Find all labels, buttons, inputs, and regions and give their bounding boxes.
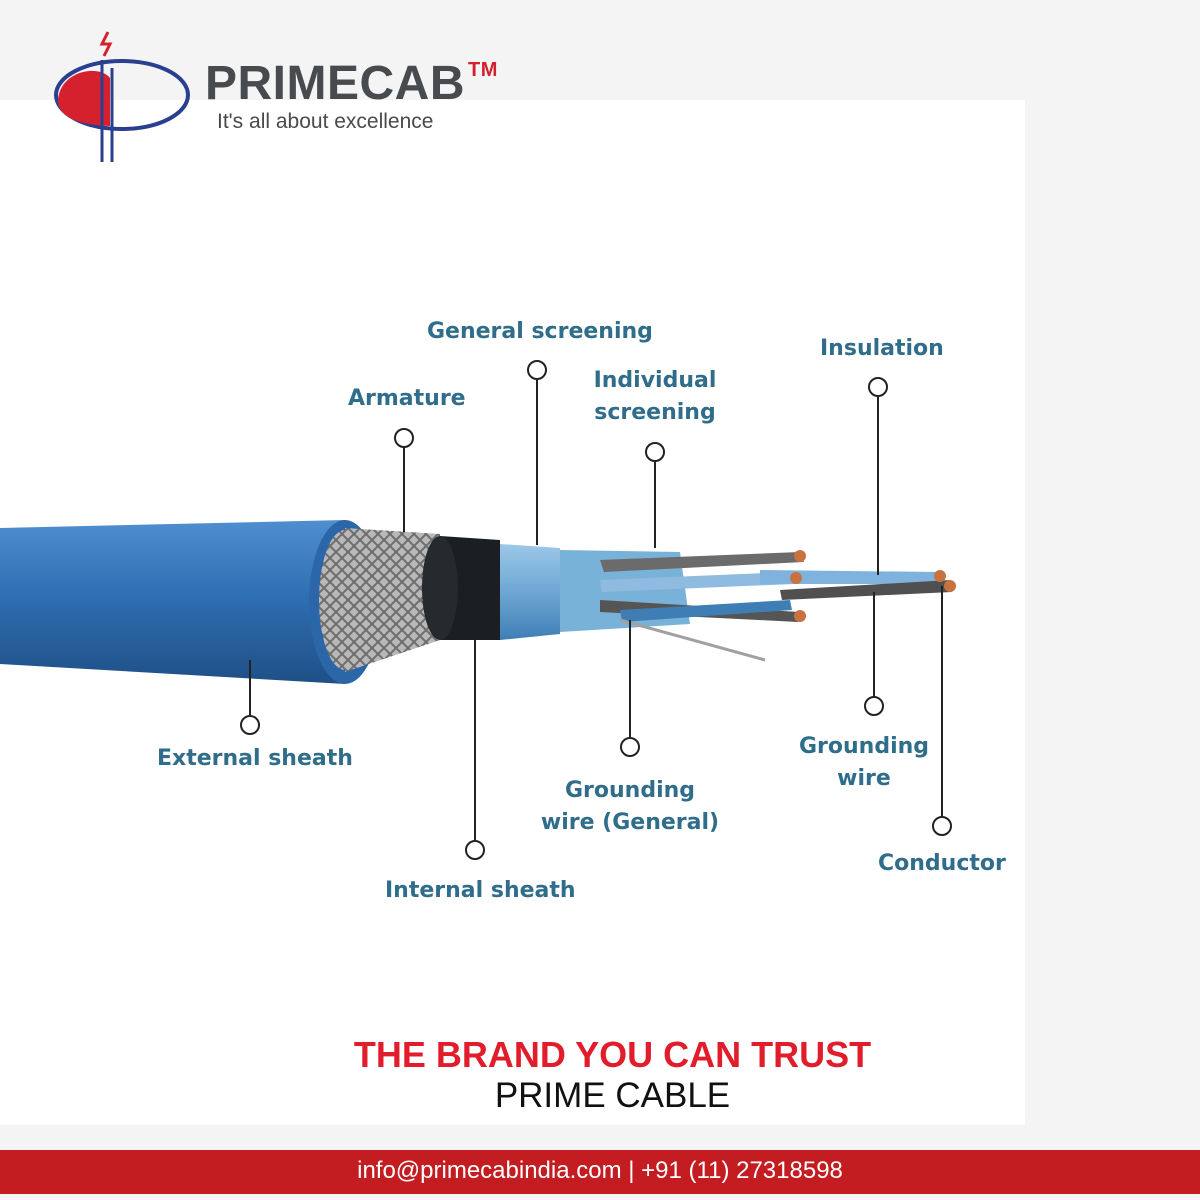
internal-sheath-shape bbox=[422, 536, 500, 640]
label-conductor: Conductor bbox=[878, 851, 1006, 876]
footer-contact: info@primecabindia.com | +91 (11) 273185… bbox=[357, 1157, 843, 1184]
primecab-logo bbox=[54, 31, 190, 162]
leader-grounding-general bbox=[620, 620, 640, 757]
leader-armature bbox=[394, 428, 414, 532]
footer-bar bbox=[0, 1150, 1200, 1194]
label-grounding-wire: Grounding wire bbox=[798, 734, 930, 791]
label-insulation: Insulation bbox=[820, 336, 944, 361]
armature-shape bbox=[319, 528, 440, 672]
wire-pairs-shape bbox=[600, 550, 956, 662]
label-individual-screening: Individual screening bbox=[593, 368, 717, 425]
leader-external-sheath bbox=[240, 660, 260, 735]
trademark-mark: TM bbox=[468, 59, 498, 81]
leader-individual-screening bbox=[645, 442, 665, 548]
label-external-sheath: External sheath bbox=[157, 746, 353, 771]
leader-internal-sheath bbox=[465, 640, 485, 860]
label-grounding-wire-general: Grounding wire (General) bbox=[540, 778, 720, 835]
slogan-subline: PRIME CABLE bbox=[494, 1076, 731, 1115]
leader-general-screening bbox=[527, 360, 547, 545]
label-internal-sheath: Internal sheath bbox=[385, 878, 576, 903]
label-general-screening: General screening bbox=[427, 319, 653, 344]
brand-tagline: It's all about excellence bbox=[217, 110, 434, 133]
label-armature: Armature bbox=[348, 386, 466, 411]
leader-conductor bbox=[932, 586, 952, 836]
leader-grounding-wire bbox=[864, 592, 884, 716]
leader-insulation bbox=[868, 377, 888, 575]
slogan-headline: THE BRAND YOU CAN TRUST bbox=[353, 1034, 872, 1075]
